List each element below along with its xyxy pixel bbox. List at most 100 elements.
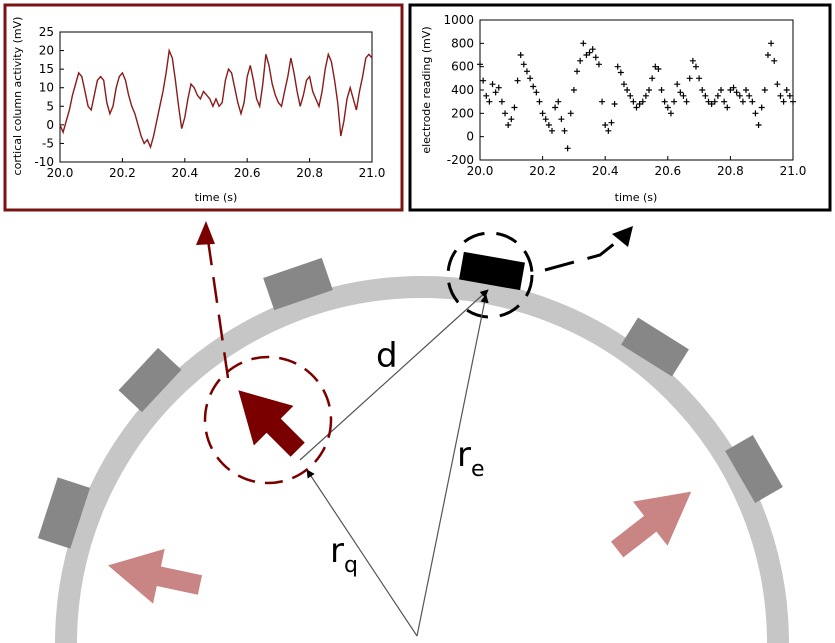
right-x-tick-label: 20.2 [529, 164, 556, 178]
right-data-point [511, 104, 518, 111]
right-data-point [608, 119, 615, 126]
right-data-point [705, 98, 712, 105]
left-y-tick-label: 10 [39, 81, 54, 95]
right-x-tick-label: 20.8 [717, 164, 744, 178]
right-data-point [714, 92, 721, 99]
left-y-tick-label: -10 [34, 155, 54, 169]
right-data-point [711, 98, 718, 105]
left-y-tick-label: 20 [39, 44, 54, 58]
right-data-point [733, 89, 740, 96]
right-data-point [505, 122, 512, 128]
label-d: d [376, 336, 398, 376]
right-data-point [761, 87, 768, 93]
right-data-point [671, 98, 678, 105]
right-data-point [786, 92, 793, 99]
label-re-main: r [457, 435, 471, 475]
right-data-point [486, 98, 493, 105]
right-data-point [686, 75, 693, 82]
left-y-tick-label: 15 [39, 62, 54, 76]
right-data-point [649, 75, 656, 82]
right-data-point [677, 89, 684, 96]
right-data-point [699, 87, 706, 93]
right-y-tick-label: 400 [451, 83, 474, 97]
right-data-point [586, 49, 593, 56]
left-x-tick-label: 20.4 [171, 166, 198, 180]
skull-ring [55, 276, 789, 643]
right-data-point [724, 104, 731, 111]
left-plot-area [59, 31, 373, 163]
left-y-tick-label: 0 [46, 118, 54, 132]
right-data-point [542, 116, 549, 123]
right-data-point [696, 75, 703, 82]
right-data-point [558, 116, 565, 123]
right-y-tick-label: 1000 [443, 13, 474, 27]
left-x-tick-label: 21.0 [359, 166, 386, 180]
right-data-point [630, 98, 637, 105]
right-y-tick-label: 600 [451, 60, 474, 74]
right-data-point [605, 127, 612, 134]
right-data-point [721, 98, 728, 105]
right-y-tick-label: 800 [451, 36, 474, 50]
left-x-tick-label: 20.0 [47, 166, 74, 180]
right-data-point [768, 40, 775, 47]
right-data-point [743, 87, 750, 93]
right-data-point [620, 81, 627, 88]
right-data-point [667, 110, 674, 117]
right-data-point [680, 92, 687, 99]
right-data-point [514, 77, 521, 84]
active-electrode [459, 251, 525, 291]
right-data-point [702, 92, 709, 99]
right-data-point [780, 98, 787, 105]
right-data-point [530, 83, 537, 90]
right-data-point [577, 57, 584, 64]
right-data-point [683, 98, 690, 105]
right-data-point [480, 77, 487, 84]
right-data-point [477, 61, 483, 68]
right-data-point [674, 81, 681, 88]
right-data-point [636, 101, 643, 107]
right-data-point [783, 87, 790, 93]
left-y-tick-label: 5 [46, 99, 54, 113]
label-rq-sub: q [344, 553, 358, 578]
left-y-axis-title: cortical column activity (mV) [11, 17, 24, 176]
left-series-line [59, 47, 373, 150]
electrode [263, 257, 333, 311]
right-data-point [545, 122, 552, 128]
label-re-sub: e [471, 457, 485, 482]
right-data-point [592, 54, 599, 61]
right-data-point [664, 104, 671, 111]
right-data-point [555, 98, 562, 105]
left-y-tick-label: -5 [42, 136, 54, 150]
left-panel-frame [3, 3, 404, 212]
electrode [621, 317, 689, 377]
right-data-point [533, 89, 540, 96]
right-y-tick-label: -200 [447, 153, 474, 167]
right-x-axis-title: time (s) [615, 191, 658, 204]
right-data-point [552, 104, 559, 111]
right-data-point [617, 69, 624, 76]
right-data-point [758, 104, 765, 111]
right-data-point [602, 122, 609, 128]
right-data-point [692, 63, 699, 70]
right-data-point [595, 61, 602, 68]
right-data-point [567, 110, 574, 117]
electrode-to-panel-connector [544, 234, 625, 272]
right-x-tick-label: 20.0 [467, 164, 494, 178]
right-data-point [614, 63, 621, 70]
right-data-point [777, 92, 784, 99]
right-data-point [517, 52, 524, 58]
right-data-point [661, 98, 668, 105]
right-data-point [689, 57, 696, 64]
right-data-point [730, 84, 737, 91]
background-dipole-arrow [611, 491, 692, 558]
arrow-head-icon [196, 221, 215, 245]
right-data-point [523, 68, 530, 75]
right-data-point [790, 98, 796, 105]
right-data-point [642, 92, 649, 99]
vector-d [299, 289, 489, 461]
dipole-to-panel-connector [206, 239, 230, 379]
electrode [37, 477, 91, 549]
vector-rq [306, 469, 418, 637]
